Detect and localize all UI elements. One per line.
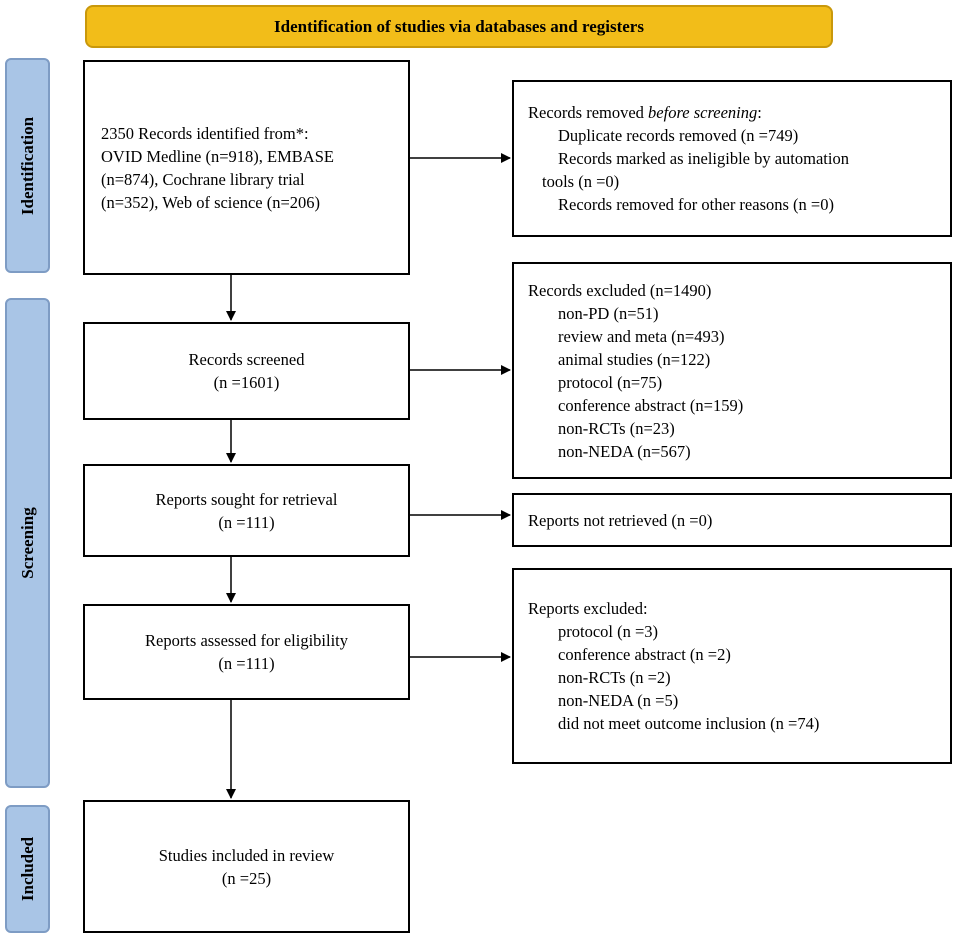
excluded-item: protocol (n=75) [558,372,663,392]
identified-line-4: (n=352), Web of science (n=206) [101,192,321,212]
included-count: (n =25) [221,868,272,888]
identified-line-3: (n=874), Cochrane library trial [101,169,305,189]
screened-label: Records screened [188,350,305,369]
excluded-title: Records excluded (n=1490) [528,280,712,300]
phase-identification: Identification [5,58,50,273]
reports-excluded-title: Reports excluded: [528,599,648,618]
excluded-item: review and meta (n=493) [558,326,725,346]
phase-included: Included [5,805,50,933]
removed-item: tools (n =0) [542,172,620,191]
reports-excluded-item: did not meet outcome inclusion (n =74) [558,714,820,733]
sought-count: (n =111) [218,512,275,532]
reports-excluded-item: conference abstract (n =2) [558,645,731,664]
removed-title-suffix: : [757,103,762,122]
identified-line-1: 2350 Records identified from*: [101,123,309,143]
excluded-item: non-RCTs (n=23) [558,418,675,438]
flow-header-title: Identification of studies via databases … [274,16,644,36]
removed-item: Records removed for other reasons (n =0) [558,195,834,214]
not-retrieved-label: Reports not retrieved (n =0) [528,510,713,530]
assessed-label: Reports assessed for eligibility [144,631,348,650]
excluded-item: non-NEDA (n=567) [558,441,691,461]
reports-excluded-item: non-RCTs (n =2) [558,668,671,687]
excluded-item: animal studies (n=122) [558,349,711,369]
excluded-item: conference abstract (n=159) [558,395,744,415]
reports-sought-box: Reports sought for retrieval (n =111) [83,464,410,557]
sought-label: Reports sought for retrieval [155,489,338,509]
flow-header: Identification of studies via databases … [85,5,833,48]
phase-screening: Screening [5,298,50,788]
included-label: Studies included in review [158,845,335,865]
identified-line-2: OVID Medline (n=918), EMBASE [101,146,334,166]
studies-included-box: Studies included in review (n =25) [83,800,410,933]
removed-title-emphasis: before screening [648,103,758,122]
records-removed-box: Records removed before screening: Duplic… [512,80,952,237]
removed-item: Duplicate records removed (n =749) [558,126,799,145]
records-identified-box: 2350 Records identified from*: OVID Medl… [83,60,410,275]
removed-title: Records removed before screening: [528,101,950,124]
reports-not-retrieved-box: Reports not retrieved (n =0) [512,493,952,547]
reports-excluded-item: protocol (n =3) [558,622,659,641]
removed-item: Records marked as ineligible by automati… [558,149,849,168]
records-excluded-box: Records excluded (n=1490) non-PD (n=51) … [512,262,952,479]
excluded-item: non-PD (n=51) [558,303,659,323]
assessed-count: (n =111) [218,654,275,673]
reports-excluded-item: non-NEDA (n =5) [558,691,679,710]
reports-assessed-box: Reports assessed for eligibility (n =111… [83,604,410,700]
removed-title-prefix: Records removed [528,103,649,122]
records-screened-box: Records screened (n =1601) [83,322,410,420]
reports-excluded-box: Reports excluded: protocol (n =3) confer… [512,568,952,764]
screened-count: (n =1601) [213,373,280,392]
